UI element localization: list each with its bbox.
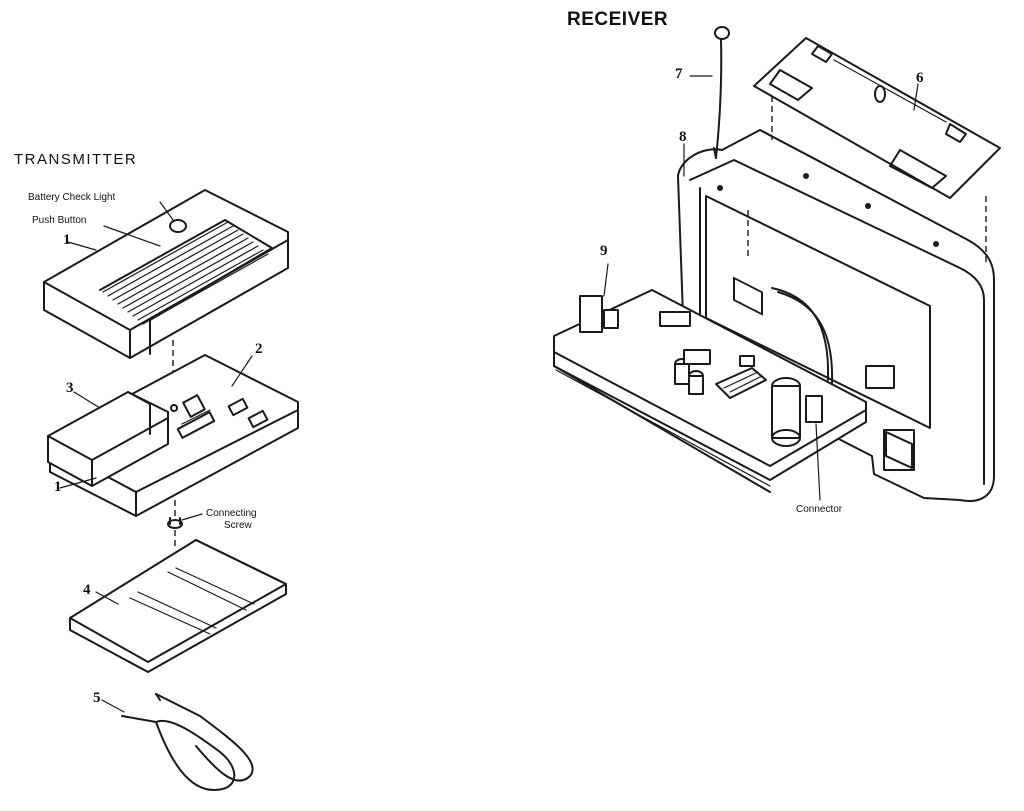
transmitter-top-cover	[43, 189, 289, 359]
part-number-3: 3	[66, 380, 74, 396]
wire-loop	[121, 693, 254, 791]
connector-label: Connector	[796, 504, 843, 515]
part-number-1-bottom: 1	[54, 479, 62, 495]
part-number-9: 9	[600, 243, 608, 259]
receiver-section-title: RECEIVER	[567, 9, 669, 30]
receiver-cover-plate	[753, 37, 1001, 199]
connecting-screw-label-line2: Screw	[224, 520, 252, 531]
transmitter-section-title: TRANSMITTER	[14, 151, 138, 168]
part-number-7: 7	[675, 66, 683, 82]
part-number-8: 8	[679, 129, 687, 145]
antenna-wire	[713, 26, 730, 159]
receiver-circuit-board	[553, 289, 867, 493]
part-number-5: 5	[93, 690, 101, 706]
part-number-4: 4	[83, 582, 91, 598]
part-number-2: 2	[255, 341, 263, 357]
part-number-1-top: 1	[63, 232, 71, 248]
battery-check-light-label: Battery Check Light	[28, 192, 116, 203]
transmitter-base	[47, 354, 299, 517]
connecting-screw-label-line1: Connecting	[206, 508, 257, 519]
connecting-screw	[167, 500, 203, 550]
part-number-6: 6	[916, 70, 924, 86]
push-button-label: Push Button	[32, 215, 87, 226]
visor-clip	[69, 539, 287, 673]
